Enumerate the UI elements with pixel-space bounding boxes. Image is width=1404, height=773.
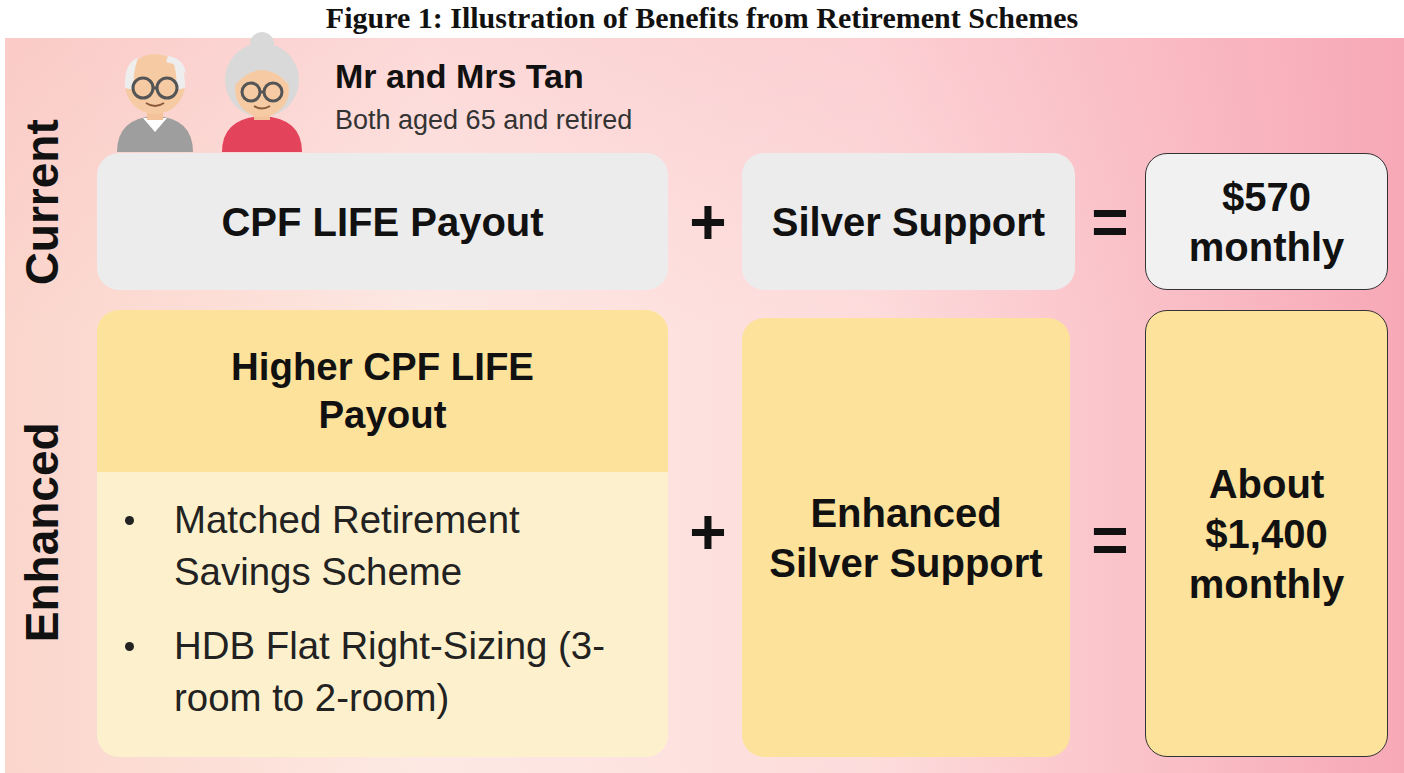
plus-sign: + — [689, 187, 726, 257]
total-box: $570 monthly — [1145, 153, 1388, 290]
plus-sign: + — [689, 497, 726, 567]
row-label: Enhanced — [17, 422, 68, 642]
equals-sign: = — [1091, 505, 1128, 575]
bullet-dot — [125, 642, 134, 651]
support-box: Silver Support — [742, 153, 1075, 290]
box-heading: Higher CPF LIFE Payout — [193, 343, 573, 439]
payout-box: CPF LIFE Payout — [97, 153, 668, 290]
man-icon — [117, 54, 193, 152]
box-header: Higher CPF LIFE Payout — [97, 310, 668, 472]
bullet-item: Matched Retirement Savings Scheme — [125, 494, 648, 598]
bullet-item: HDB Flat Right-Sizing (3-room to 2-room) — [125, 620, 648, 724]
box-text: $570 monthly — [1160, 172, 1373, 272]
box-text: CPF LIFE Payout — [221, 197, 543, 247]
couple-name: Mr and Mrs Tan — [335, 58, 584, 95]
bullet-text: Matched Retirement Savings Scheme — [174, 494, 648, 598]
couple-description: Both aged 65 and retired — [335, 106, 632, 136]
support-box: Enhanced Silver Support — [742, 318, 1070, 757]
bullet-dot — [125, 516, 134, 525]
total-box: About $1,400 monthly — [1145, 310, 1388, 757]
box-text: Enhanced Silver Support — [756, 488, 1056, 588]
figure-title: Figure 1: Illustration of Benefits from … — [0, 0, 1404, 36]
woman-icon — [222, 32, 302, 152]
payout-box: Higher CPF LIFE PayoutMatched Retirement… — [97, 310, 668, 757]
box-text: About $1,400 monthly — [1160, 459, 1373, 609]
box-text: Silver Support — [772, 197, 1045, 247]
bullet-text: HDB Flat Right-Sizing (3-room to 2-room) — [174, 620, 648, 724]
box-body: Matched Retirement Savings SchemeHDB Fla… — [97, 472, 668, 755]
equals-sign: = — [1091, 187, 1128, 257]
row-label: Current — [17, 119, 68, 285]
